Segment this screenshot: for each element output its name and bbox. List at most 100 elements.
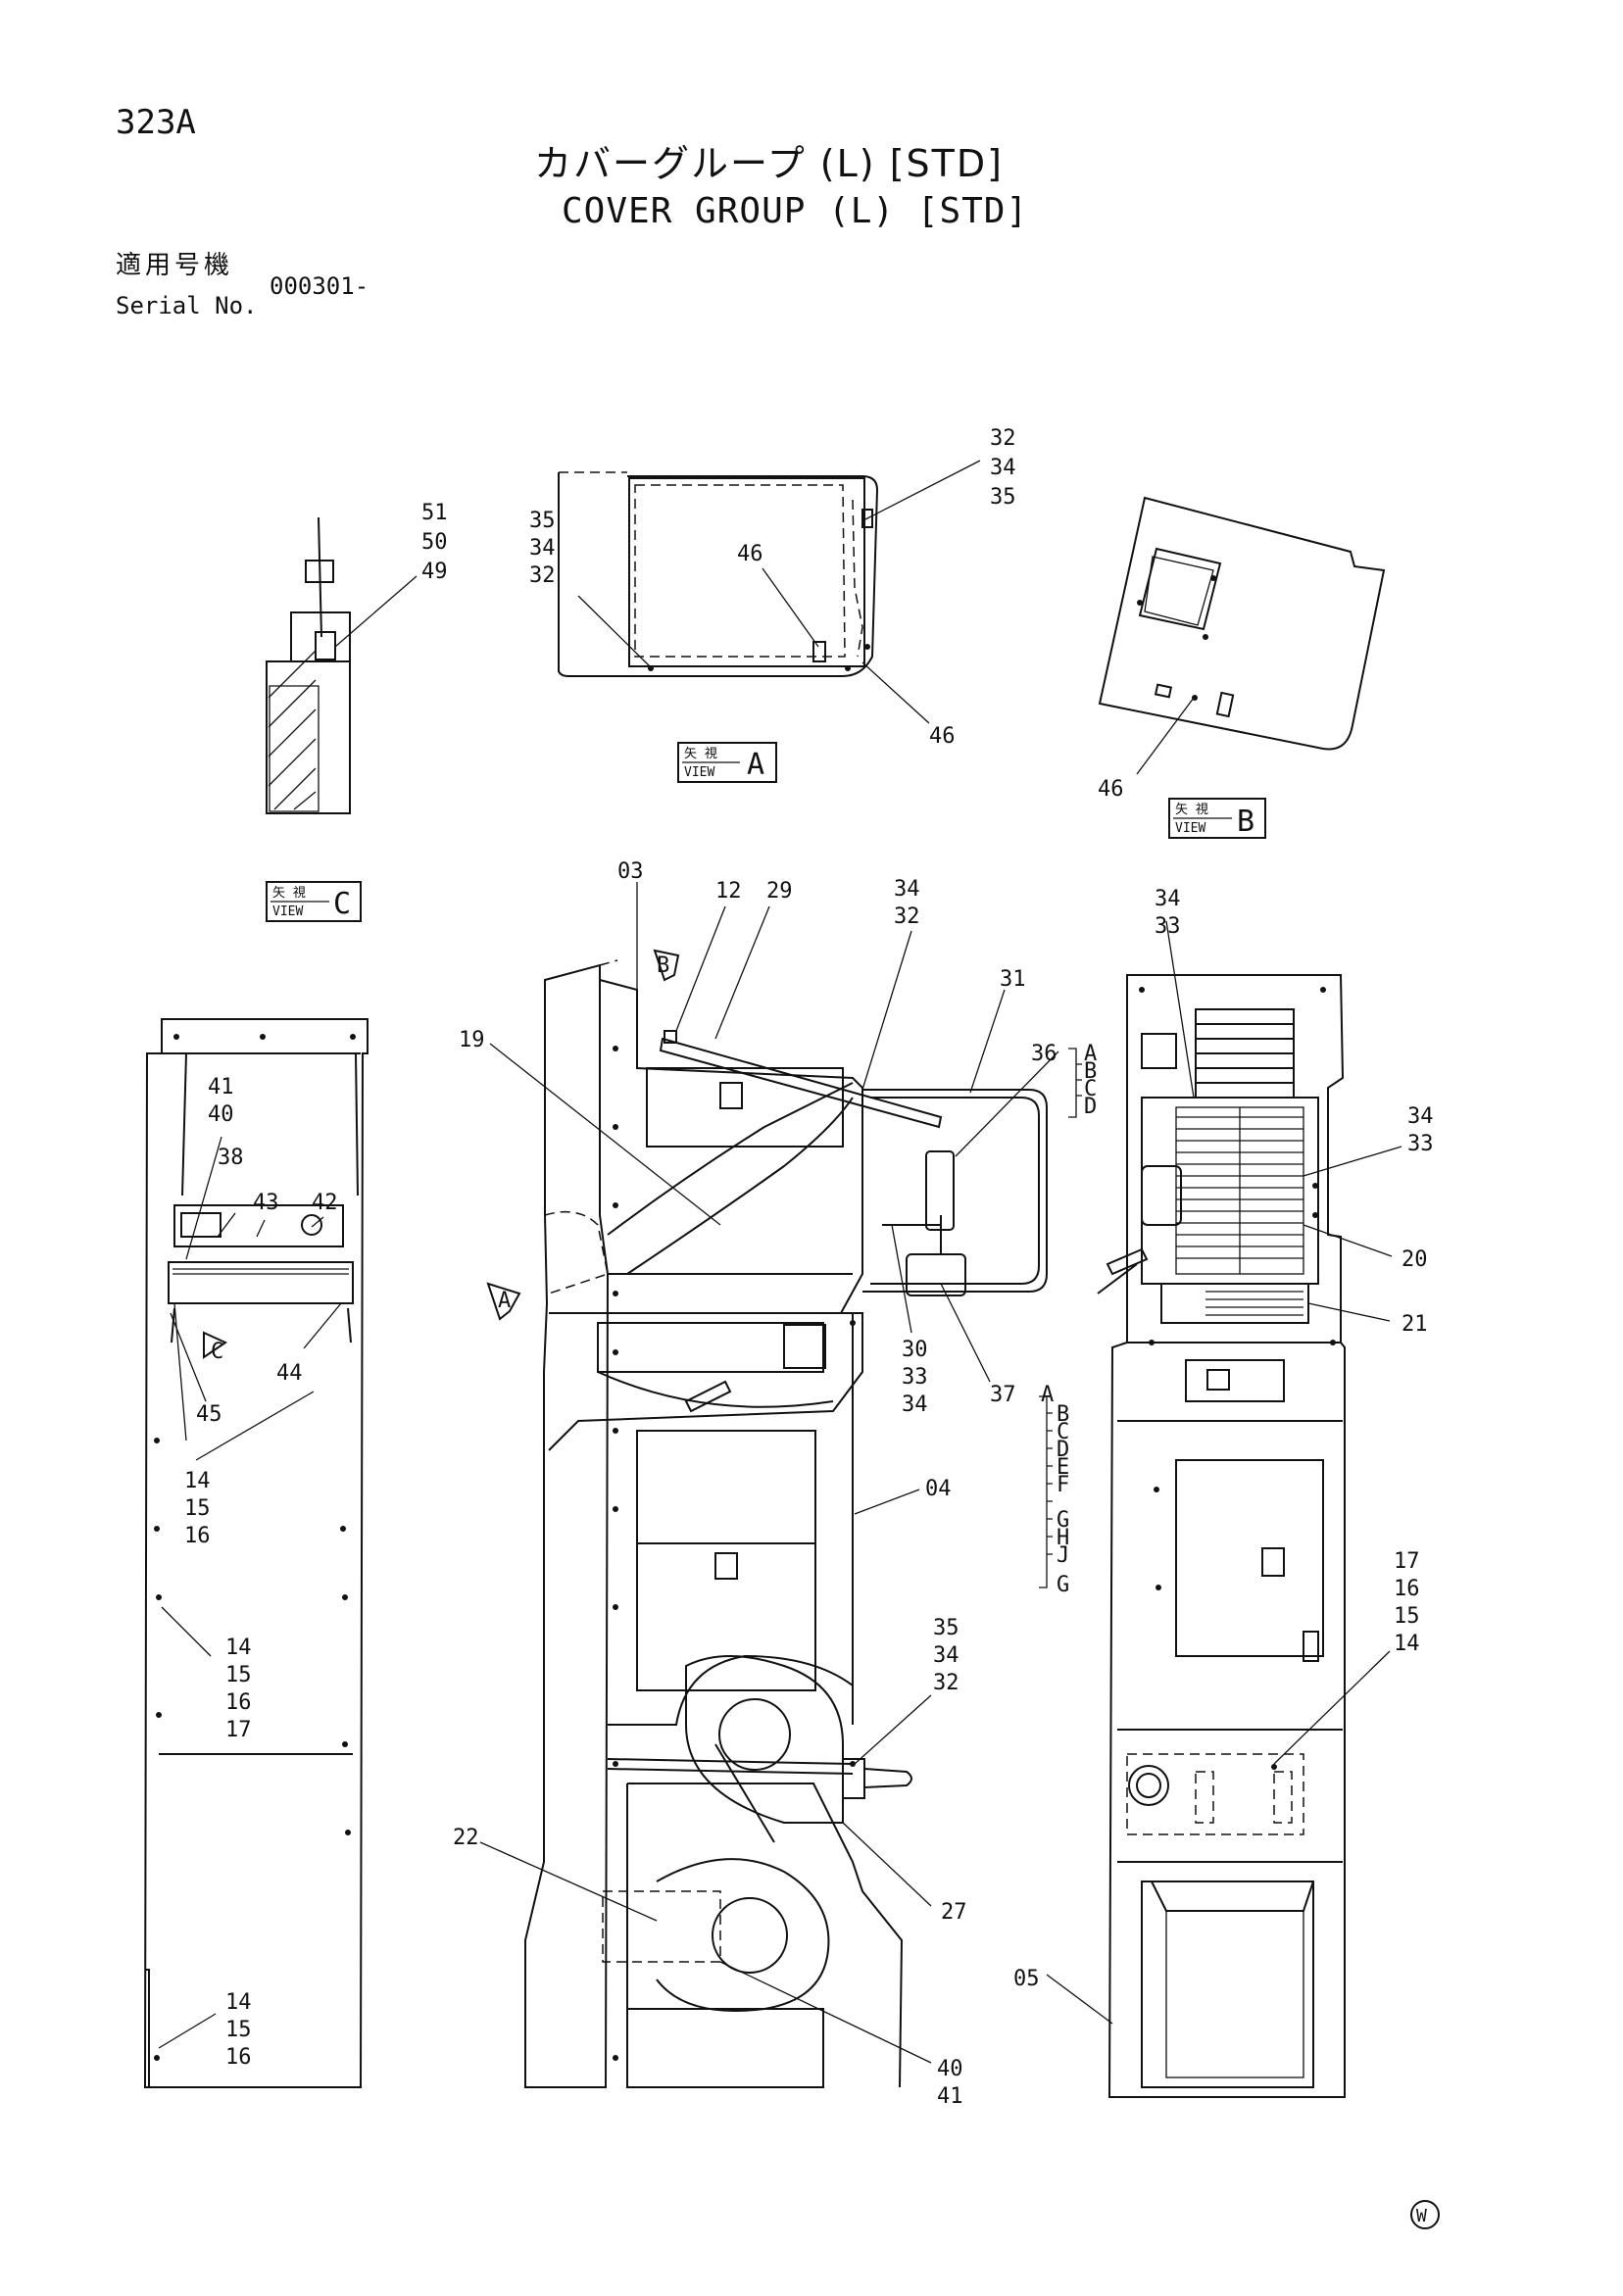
callout-03: 03	[617, 859, 644, 884]
callout-34: 34	[990, 456, 1016, 480]
callout-29: 29	[766, 879, 793, 904]
callout-14: 14	[225, 1636, 252, 1660]
right-access-door	[1175, 1459, 1324, 1657]
callout-36-variant-a: A	[1084, 1042, 1097, 1066]
callout-37-variant-a: A	[1041, 1383, 1054, 1407]
view-c-leader	[334, 575, 418, 648]
lamp-21	[1160, 1283, 1309, 1324]
callout-37-variant-h: H	[1057, 1526, 1069, 1550]
callout-36-variant-c: C	[1084, 1077, 1097, 1101]
view-a-leader-mid	[762, 567, 819, 648]
callout-30: 30	[902, 1338, 928, 1362]
ladder-grille	[1195, 1008, 1295, 1099]
view-b-letter: B	[1237, 805, 1254, 839]
main-left-frame	[524, 963, 610, 2088]
callout-20: 20	[1402, 1247, 1428, 1272]
callout-19: 19	[459, 1028, 485, 1052]
callout-16: 16	[225, 1690, 252, 1715]
svg-text:W: W	[1416, 2206, 1427, 2226]
mirror-stay-31	[862, 1089, 1048, 1293]
view-a-arrow	[486, 1282, 521, 1321]
callout-44: 44	[276, 1361, 303, 1386]
callout-27: 27	[941, 1900, 967, 1925]
callout-37-variant-b: B	[1057, 1402, 1069, 1427]
grab-rail-29	[659, 1037, 943, 1129]
callout-46: 46	[929, 724, 956, 749]
title-japanese: カバーグループ (L) [STD]	[534, 142, 1004, 185]
view-a-label: 矢 視 VIEW A	[677, 742, 777, 783]
title-english: COVER GROUP (L) [STD]	[562, 191, 1029, 231]
callout-49: 49	[421, 560, 448, 584]
view-a-leader-left	[577, 595, 651, 667]
callout-16: 16	[184, 1524, 211, 1548]
callout-35: 35	[529, 509, 556, 533]
callout-41: 41	[937, 2084, 963, 2109]
view-b-arrow	[653, 949, 680, 982]
callout-32: 32	[894, 904, 920, 929]
left-panel-outline	[143, 1018, 369, 2088]
view-c-block	[266, 660, 351, 814]
view-a-arrow-letter: A	[498, 1289, 511, 1313]
callout-34: 34	[1407, 1104, 1434, 1129]
view-c-nut-upper	[305, 560, 334, 583]
callout-33: 33	[902, 1365, 928, 1390]
callout-46: 46	[737, 542, 763, 566]
callout-33: 33	[1155, 914, 1181, 939]
view-c-hatch	[268, 650, 320, 812]
view-a-outline	[558, 472, 879, 677]
callout-14: 14	[184, 1469, 211, 1493]
callout-15: 15	[184, 1496, 211, 1521]
radiator-grille-20	[1141, 1097, 1319, 1285]
callout-40: 40	[937, 2057, 963, 2081]
callout-34: 34	[894, 877, 920, 902]
callout-12: 12	[715, 879, 742, 904]
callout-45: 45	[196, 1402, 222, 1427]
svg-text:VIEW: VIEW	[1175, 821, 1205, 836]
svg-text:VIEW: VIEW	[272, 904, 303, 919]
view-a-leader-right	[864, 460, 981, 520]
svg-text:VIEW: VIEW	[684, 765, 714, 780]
view-c-bolt-head	[315, 631, 336, 660]
callout-34: 34	[529, 536, 556, 561]
callout-21: 21	[1402, 1312, 1428, 1337]
view-c-label: 矢 視 VIEW C	[266, 881, 362, 922]
view-c-arrow-letter: C	[211, 1340, 223, 1364]
callout-22: 22	[453, 1826, 479, 1850]
view-c-arrow	[203, 1331, 228, 1359]
view-c-rod	[318, 516, 322, 638]
callout-37-variant-j: J	[1057, 1543, 1069, 1568]
view-b-panel	[1098, 496, 1386, 751]
callout-16: 16	[225, 2045, 252, 2070]
step-22	[656, 1858, 830, 2012]
view-a-detail: 35 34 32 32 34 35 46 46 矢 視 VIEW A	[529, 426, 1016, 783]
page-id: 323A	[116, 103, 196, 142]
view-c-detail: 51 50 49 矢 視 VIEW C	[266, 501, 448, 922]
callout-37-variant-d: D	[1057, 1438, 1069, 1462]
svg-text:矢 視: 矢 視	[684, 747, 717, 761]
callout-15: 15	[1394, 1604, 1420, 1629]
callout-36-variant-d: D	[1084, 1095, 1097, 1119]
callout-37-variant-c: C	[1057, 1420, 1069, 1444]
right-panel-outline	[1107, 974, 1346, 2098]
view-a-leader-low	[861, 661, 930, 724]
callout-46: 46	[1098, 777, 1124, 802]
callout-17: 17	[1394, 1549, 1420, 1574]
callout-16: 16	[1394, 1577, 1420, 1601]
callout-50: 50	[421, 530, 448, 555]
callout-35: 35	[990, 485, 1016, 510]
callout-04: 04	[925, 1477, 952, 1501]
serial-label-english: Serial No.	[116, 292, 258, 319]
callout-15: 15	[225, 2018, 252, 2042]
view-b-opening	[1138, 547, 1222, 631]
callout-35: 35	[933, 1616, 959, 1640]
serial-number-value: 000301-	[270, 272, 369, 300]
callout-34: 34	[902, 1392, 928, 1417]
callout-41: 41	[208, 1075, 234, 1099]
view-c-letter: C	[333, 887, 351, 921]
view-a-panel	[628, 477, 865, 667]
view-b-label: 矢 視 VIEW B	[1168, 798, 1266, 839]
serial-label-japanese: 適用号機	[116, 251, 234, 280]
view-b-arrow-letter: B	[657, 953, 669, 978]
mirror-37	[906, 1253, 966, 1296]
